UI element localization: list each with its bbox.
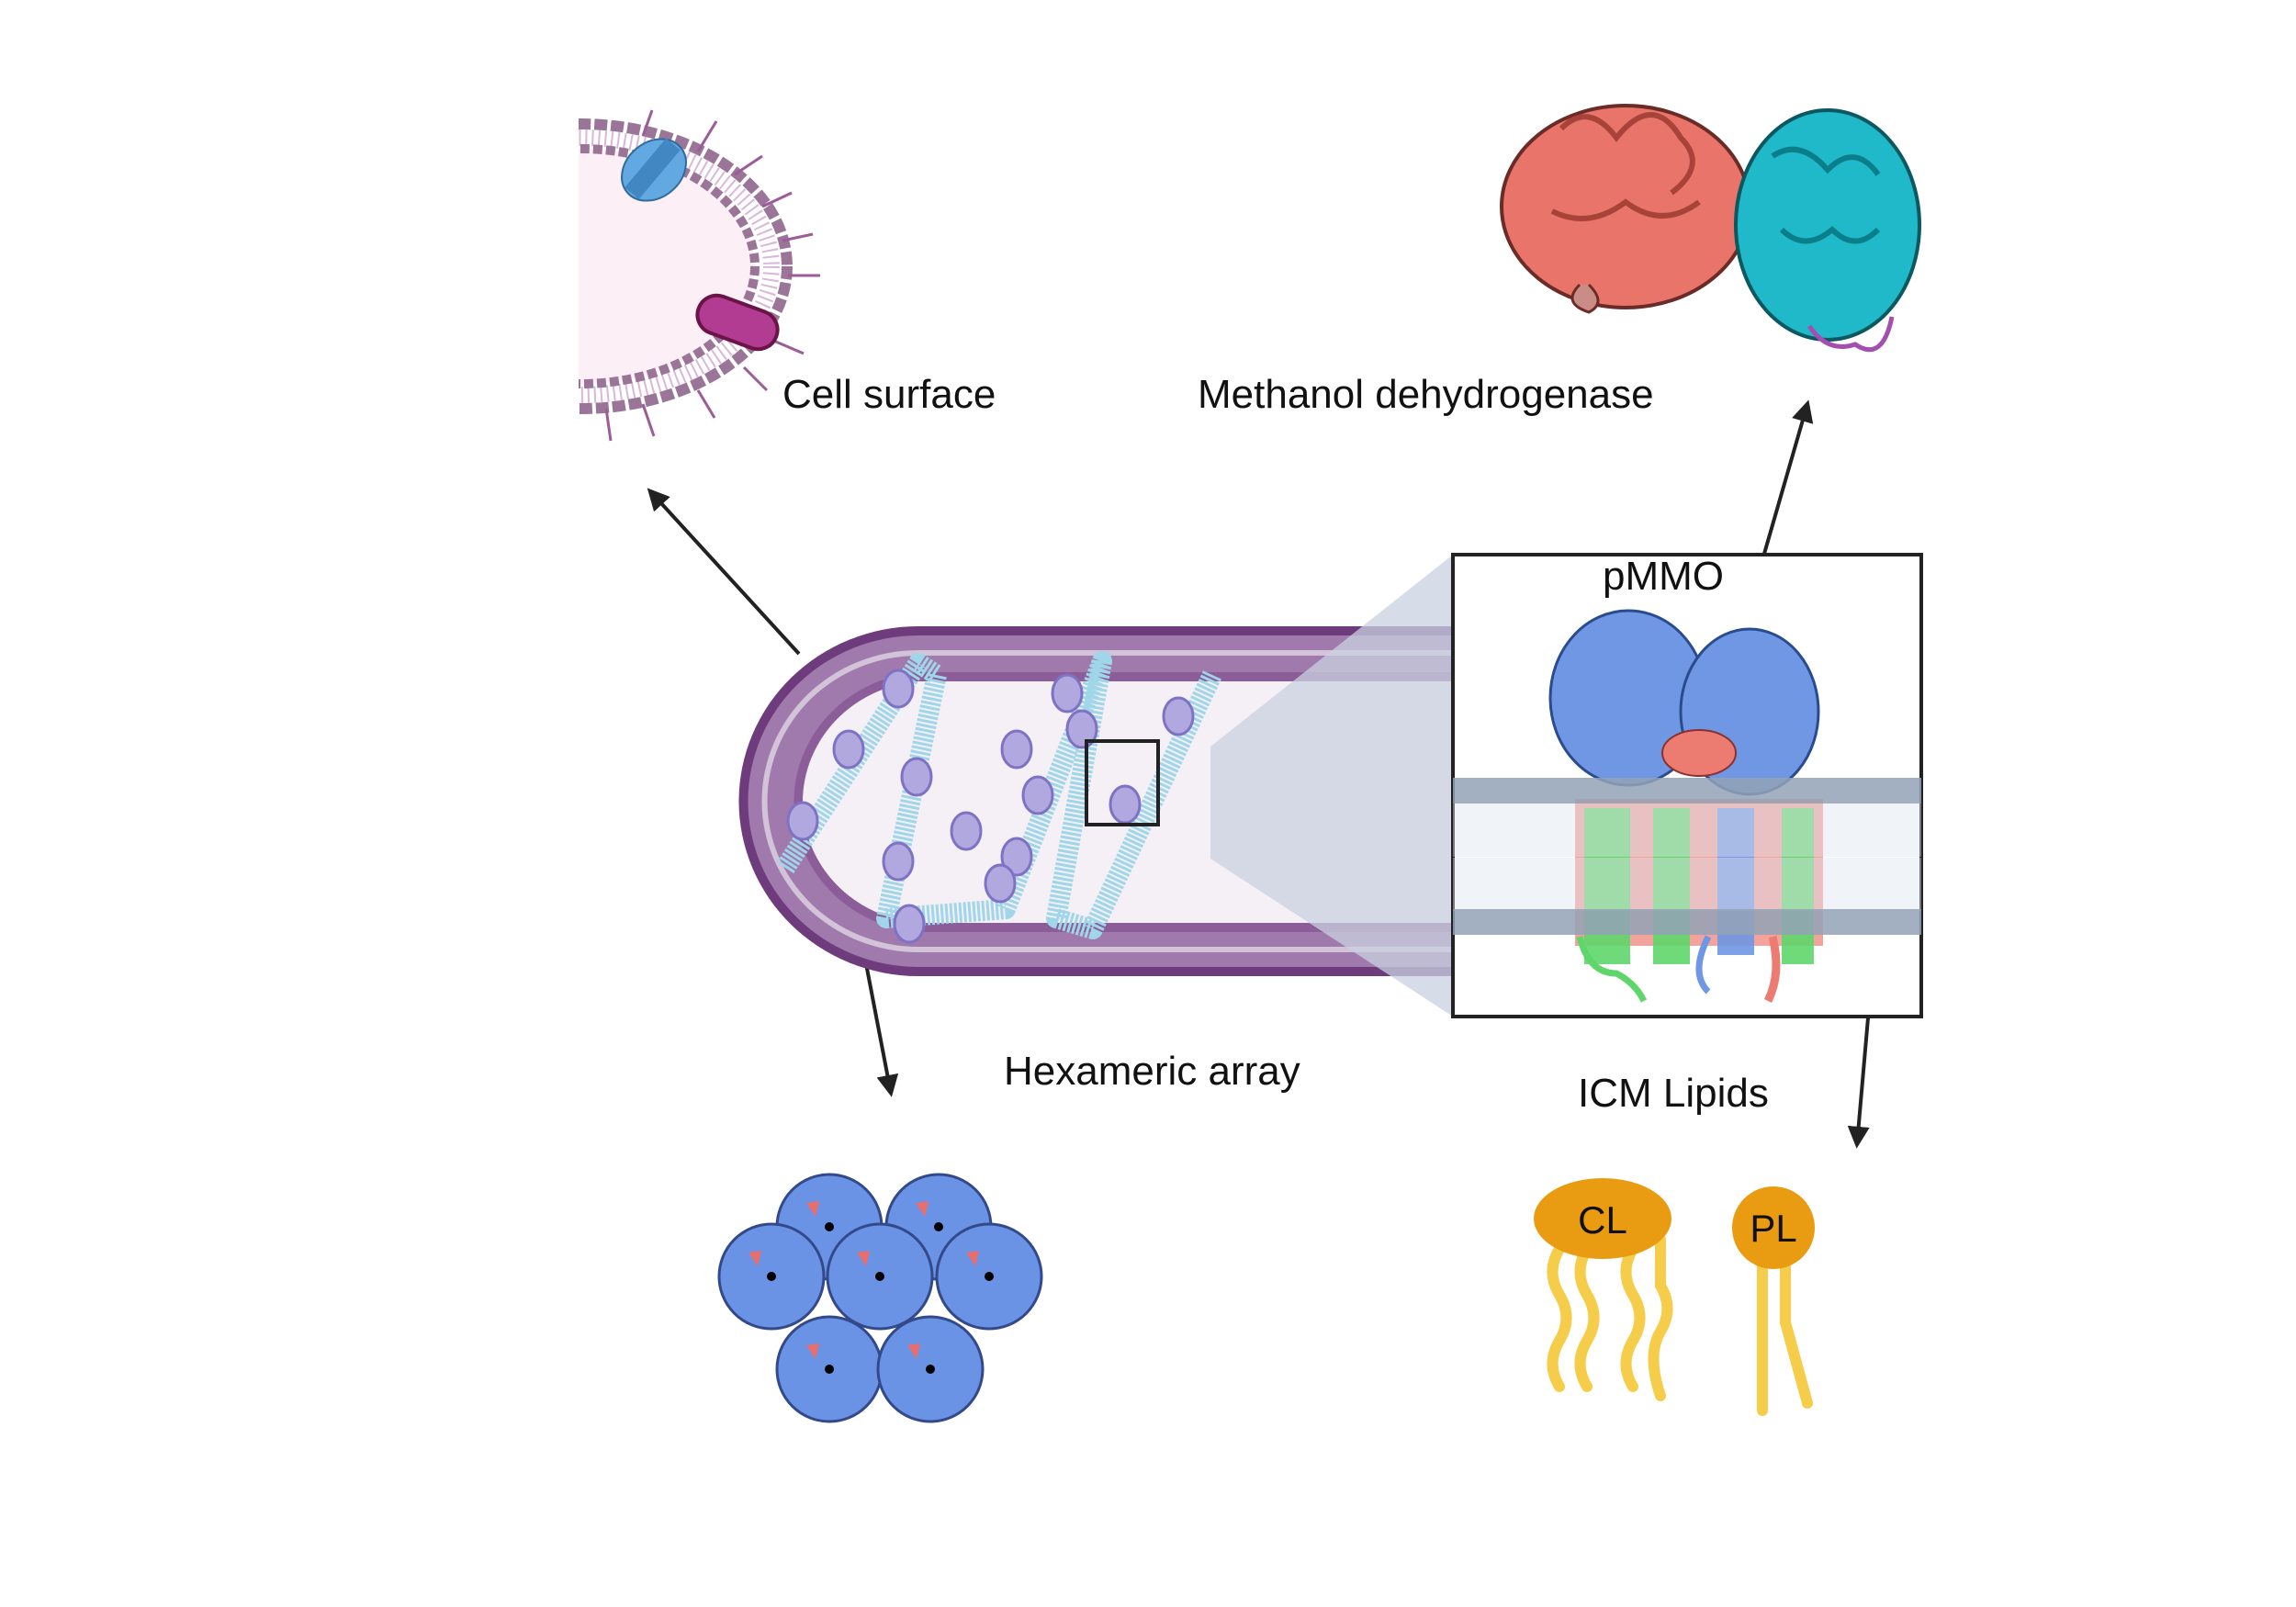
channel-protein <box>621 138 687 202</box>
mdh-small-subunit <box>1806 316 1895 353</box>
hexameric-array <box>717 1173 1043 1423</box>
label-cell-surface: Cell surface <box>782 372 996 417</box>
vesicle-outer-leaflet <box>579 118 793 414</box>
trimer-copper-sites <box>748 1201 979 1359</box>
mdh-subunit-teal <box>1734 108 1921 342</box>
bilayer-bottom-heads <box>1453 909 1921 935</box>
mdh-subunit-salmon <box>1500 104 1751 309</box>
zoom-region-box <box>1085 739 1160 826</box>
phospholipid-label: PL <box>1750 1207 1796 1250</box>
icm-coil <box>776 651 1221 939</box>
label-icm-lipids: ICM Lipids <box>1578 1071 1769 1116</box>
cardiolipin-head <box>1534 1178 1671 1259</box>
bacterial-cell <box>738 555 1453 1017</box>
label-pmmo: pMMO <box>1603 554 1724 599</box>
phospholipid-tails <box>1757 1253 1813 1416</box>
zoom-wedge <box>1210 555 1453 1017</box>
icm-lipids: CL PL <box>1534 1178 1815 1416</box>
label-methanol-dehydrogenase: Methanol dehydrogenase <box>1198 372 1654 417</box>
pmmo-inset <box>1451 553 1923 1018</box>
pmmo-clusters <box>786 669 1195 944</box>
cardiolipin-tails <box>1547 1234 1673 1401</box>
methanol-dehydrogenase-structure <box>1500 104 1921 353</box>
bilayer-top-heads <box>1453 778 1921 804</box>
cardiolipin-label: CL <box>1578 1198 1627 1242</box>
label-hexameric-array: Hexameric array <box>1004 1049 1300 1094</box>
pmmo-tm-helix <box>1584 808 1630 964</box>
glycan-chains <box>604 109 820 442</box>
cell-surface-vesicle <box>579 109 820 442</box>
vesicle-inner-leaflet <box>579 144 760 388</box>
peripheral-membrane-protein <box>695 293 780 352</box>
arrow-to-cell-surface <box>647 488 801 656</box>
phospholipid-head <box>1732 1186 1815 1269</box>
pmmo-trimer <box>717 1173 1043 1423</box>
vesicle-lipid-tails <box>579 129 780 403</box>
trimer-centers <box>767 1222 994 1374</box>
